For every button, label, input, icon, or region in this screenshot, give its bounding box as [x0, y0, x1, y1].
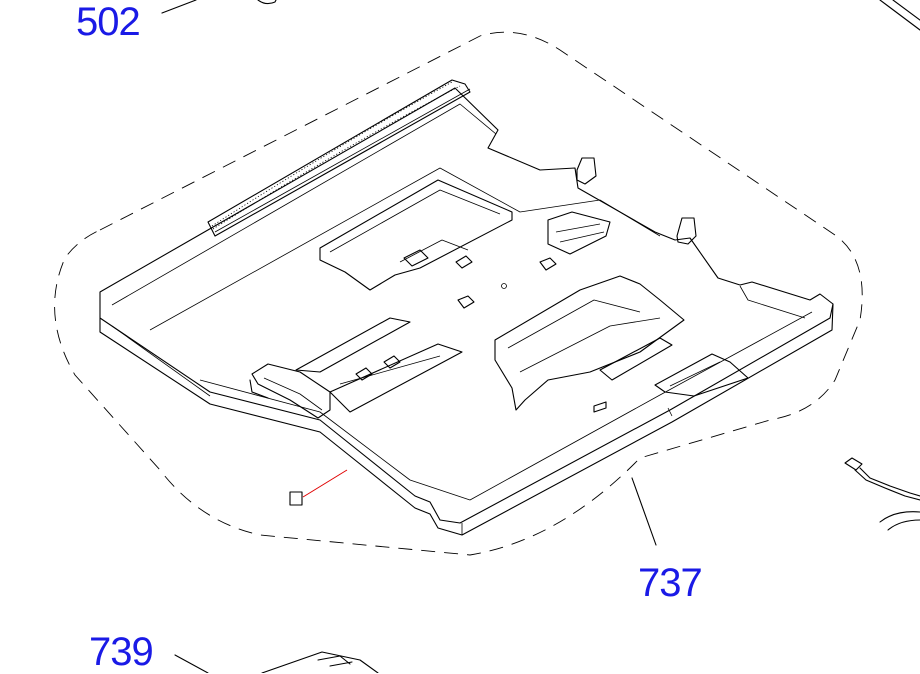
cable-connector-fragment — [844, 457, 920, 531]
part-739-fragment — [261, 651, 379, 673]
paper-cassette-tray — [99, 79, 834, 536]
top-right-frame-fragment — [879, 0, 920, 31]
leader-737 — [631, 477, 657, 546]
leader-739 — [174, 654, 209, 673]
leader-502 — [161, 0, 197, 14]
assembly-boundary — [54, 31, 863, 556]
callout-737: 737 — [638, 561, 703, 605]
part-502-fragment — [257, 0, 277, 5]
callout-739: 739 — [89, 630, 154, 674]
callout-502: 502 — [76, 0, 141, 44]
highlight-leader — [302, 469, 348, 498]
label-sticker-part — [289, 469, 348, 506]
